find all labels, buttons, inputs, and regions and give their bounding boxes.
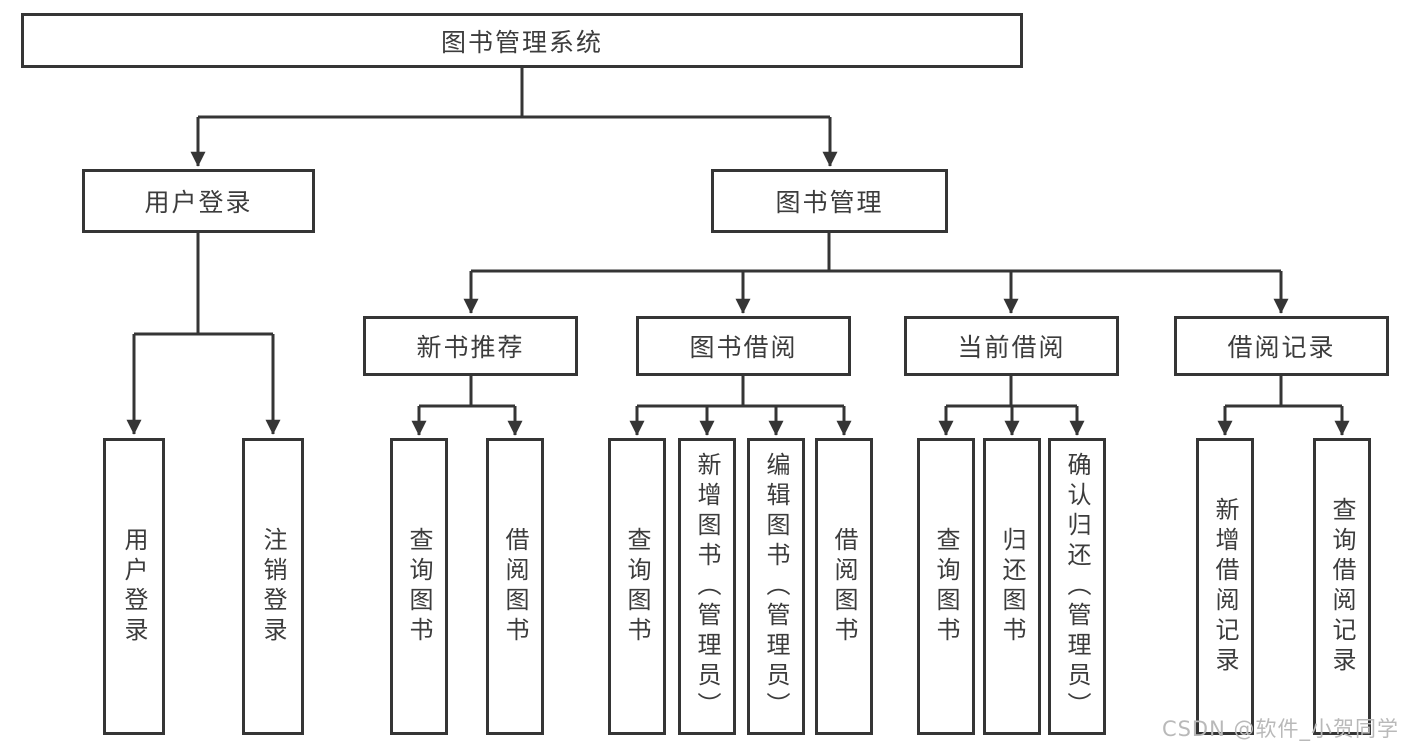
node-book-borrowing-label: 图书借阅 bbox=[689, 333, 798, 362]
leaf-user-login-label: 用户登录 bbox=[120, 526, 148, 647]
leaf-confirm-return-admin: 确认归还（管理员） bbox=[1048, 438, 1106, 735]
node-current-borrowing: 当前借阅 bbox=[904, 316, 1119, 376]
node-user-login-label: 用户登录 bbox=[144, 188, 253, 217]
leaf-edit-book-admin-label: 编辑图书（管理员） bbox=[762, 451, 790, 722]
node-new-book-recommendation-label: 新书推荐 bbox=[416, 333, 525, 362]
leaf-user-login: 用户登录 bbox=[103, 438, 165, 735]
leaf-borrow-books-rec: 借阅图书 bbox=[486, 438, 544, 735]
node-root-label: 图书管理系统 bbox=[440, 27, 603, 57]
leaf-borrow-books-rec-label: 借阅图书 bbox=[501, 526, 529, 647]
leaf-query-books-borrow-label: 查询图书 bbox=[623, 526, 651, 647]
node-book-management: 图书管理 bbox=[711, 169, 948, 233]
leaf-query-books-rec-label: 查询图书 bbox=[405, 526, 433, 647]
node-user-login: 用户登录 bbox=[82, 169, 315, 233]
leaf-logout-label: 注销登录 bbox=[259, 526, 287, 647]
leaf-query-books-current: 查询图书 bbox=[917, 438, 975, 735]
leaf-return-book: 归还图书 bbox=[983, 438, 1041, 735]
leaf-confirm-return-admin-label: 确认归还（管理员） bbox=[1063, 451, 1091, 722]
leaf-borrow-books: 借阅图书 bbox=[815, 438, 873, 735]
leaf-borrow-books-label: 借阅图书 bbox=[830, 526, 858, 647]
node-root: 图书管理系统 bbox=[21, 13, 1023, 68]
watermark: CSDN @软件_小贺同学 bbox=[1161, 717, 1399, 741]
leaf-query-borrow-record-label: 查询借阅记录 bbox=[1328, 496, 1356, 677]
leaf-add-borrow-record-label: 新增借阅记录 bbox=[1211, 496, 1239, 677]
node-book-borrowing: 图书借阅 bbox=[636, 316, 851, 376]
leaf-add-book-admin-label: 新增图书（管理员） bbox=[693, 451, 721, 722]
leaf-return-book-label: 归还图书 bbox=[998, 526, 1026, 647]
node-current-borrowing-label: 当前借阅 bbox=[957, 333, 1066, 362]
node-book-management-label: 图书管理 bbox=[775, 188, 884, 217]
node-borrowing-records: 借阅记录 bbox=[1174, 316, 1389, 376]
leaf-edit-book-admin: 编辑图书（管理员） bbox=[747, 438, 805, 735]
leaf-add-book-admin: 新增图书（管理员） bbox=[678, 438, 736, 735]
node-new-book-recommendation: 新书推荐 bbox=[363, 316, 578, 376]
leaf-logout: 注销登录 bbox=[242, 438, 304, 735]
leaf-query-books-current-label: 查询图书 bbox=[932, 526, 960, 647]
leaf-query-books-rec: 查询图书 bbox=[390, 438, 448, 735]
leaf-query-books-borrow: 查询图书 bbox=[608, 438, 666, 735]
leaf-add-borrow-record: 新增借阅记录 bbox=[1196, 438, 1254, 735]
node-borrowing-records-label: 借阅记录 bbox=[1227, 333, 1336, 362]
leaf-query-borrow-record: 查询借阅记录 bbox=[1313, 438, 1371, 735]
